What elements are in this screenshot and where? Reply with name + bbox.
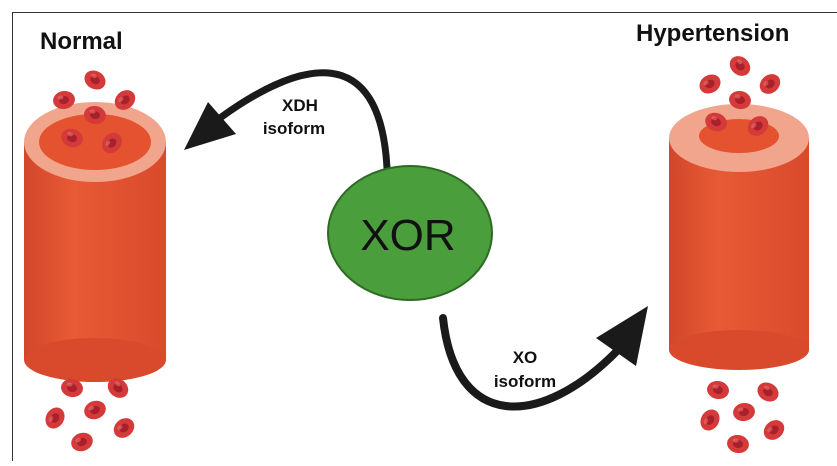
xdh-label-line1: XDH (282, 96, 318, 115)
hypertension-title: Hypertension (636, 20, 789, 48)
hypertension-red-blood-cells-bottom (697, 379, 789, 455)
xo-label-line1: XO (513, 348, 538, 367)
normal-red-blood-cells-bottom (42, 374, 139, 454)
normal-title: Normal (40, 28, 123, 56)
xo-label-line2: isoform (494, 372, 556, 391)
normal-blood-vessel (24, 102, 166, 382)
xor-label: XOR (360, 211, 455, 260)
hypertension-blood-vessel (669, 104, 809, 370)
xdh-label-line2: isoform (263, 119, 325, 138)
xo-arrow (443, 306, 648, 407)
xor-enzyme: XOR (328, 166, 492, 300)
